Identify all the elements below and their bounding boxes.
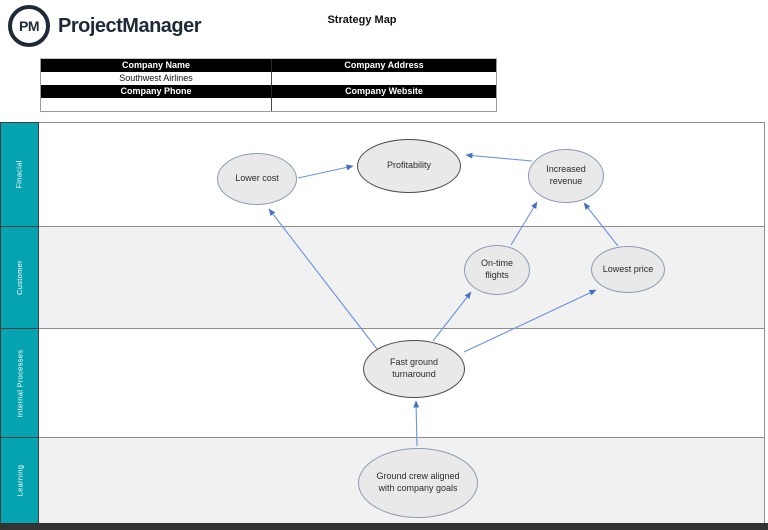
node-label: Increased revenue: [546, 164, 586, 186]
node-ground-crew-aligned: Ground crew aligned with company goals: [358, 448, 478, 518]
pm-logo-text: PM: [19, 18, 40, 34]
strategy-map-diagram: Finacial Customer Internal Processes Lea…: [0, 122, 768, 530]
edge-lowercost-profitability: [297, 164, 354, 179]
node-label: On-time flights: [480, 258, 513, 280]
edge-fastground-lowercost: [268, 208, 378, 350]
company-name-header: Company Name: [41, 59, 271, 72]
company-phone-value: [41, 98, 271, 111]
brand-name: ProjectManager: [58, 14, 202, 37]
company-website-value: [271, 98, 496, 111]
document-header: PM ProjectManager Strategy Map: [0, 0, 768, 55]
edge-lowestprice-increasedrevenue: [583, 202, 619, 247]
table-row: [41, 98, 496, 111]
node-lowest-price: Lowest price: [591, 246, 665, 293]
node-lower-cost: Lower cost: [217, 153, 297, 205]
table-row: Company Name Company Address: [41, 59, 496, 72]
node-profitability: Profitability: [357, 139, 461, 193]
node-label: Ground crew aligned with company goals: [376, 471, 460, 493]
node-increased-revenue: Increased revenue: [528, 149, 604, 203]
node-label: Lowest price: [602, 263, 654, 274]
company-website-header: Company Website: [271, 85, 496, 98]
company-address-value: [271, 72, 496, 85]
edge-increasedrevenue-profitability: [465, 152, 533, 162]
node-fast-ground-turnaround: Fast ground turnaround: [363, 340, 465, 398]
band-label-internal-processes: Internal Processes: [0, 328, 39, 438]
pm-logo-icon: PM: [8, 5, 50, 47]
company-info-table: Company Name Company Address Southwest A…: [40, 58, 497, 112]
connector-arrows: [268, 152, 619, 447]
edge-fastground-ontime: [432, 291, 472, 342]
company-name-value: Southwest Airlines: [41, 72, 271, 85]
table-row: Southwest Airlines: [41, 72, 496, 85]
diagram-bottom-bar: [0, 523, 768, 530]
table-row: Company Phone Company Website: [41, 85, 496, 98]
edge-groundcrew-fastground: [413, 400, 420, 447]
node-label: Lower cost: [235, 173, 279, 184]
page-title: Strategy Map: [327, 14, 397, 26]
company-phone-header: Company Phone: [41, 85, 271, 98]
edge-fastground-lowestprice: [463, 289, 597, 353]
node-label: Fast ground turnaround: [389, 357, 439, 379]
node-label: Profitability: [386, 160, 431, 171]
band-label-learning: Learning: [0, 437, 39, 524]
projectmanager-logo: PM ProjectManager: [8, 5, 202, 47]
company-address-header: Company Address: [271, 59, 496, 72]
node-on-time-flights: On-time flights: [464, 245, 530, 295]
band-label-financial: Finacial: [0, 122, 39, 227]
edge-ontime-increasedrevenue: [510, 201, 538, 246]
